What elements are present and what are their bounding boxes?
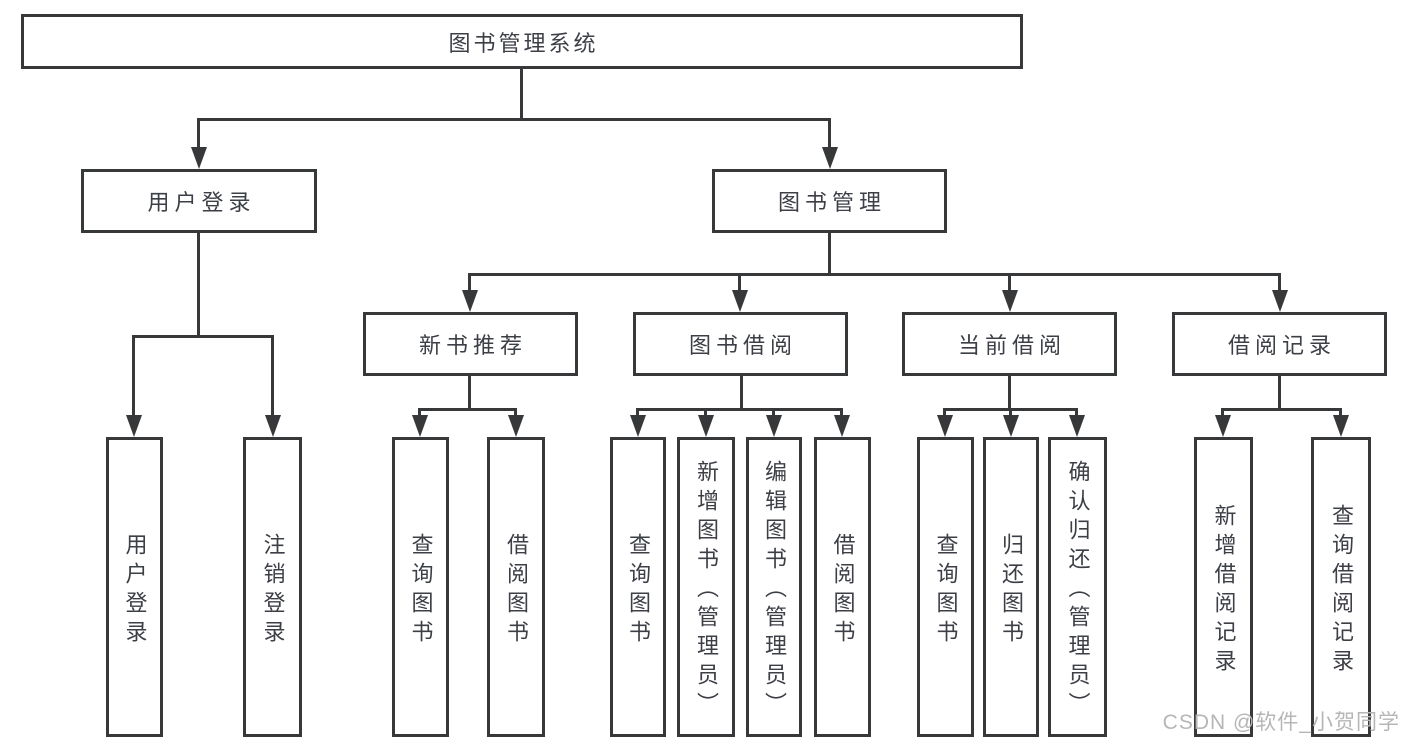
arrow-down-icon [766, 415, 782, 437]
arrow-down-icon [937, 415, 953, 437]
node-label: 归还图书 [999, 532, 1024, 649]
connector-line [828, 118, 831, 152]
connector-line [943, 408, 1078, 411]
connector-line [840, 408, 843, 419]
leaf-query-books-3: 查询图书 [917, 437, 974, 737]
node-book-borrow: 图书借阅 [633, 312, 848, 376]
arrow-down-icon [462, 290, 478, 312]
arrow-down-icon [630, 415, 646, 437]
connector-line [1008, 376, 1011, 411]
node-label: 注销登录 [260, 532, 286, 649]
connector-line [740, 376, 743, 411]
arrow-down-icon [1069, 415, 1085, 437]
node-label: 确认归还（管理员） [1065, 460, 1091, 721]
node-label: 新增借阅记录 [1211, 503, 1237, 678]
leaf-edit-books-admin: 编辑图书（管理员） [746, 437, 802, 737]
node-label: 图书管理 [777, 190, 886, 215]
connector-line [468, 274, 471, 293]
leaf-add-books-admin: 新增图书（管理员） [677, 437, 735, 737]
connector-line [1075, 408, 1078, 419]
connector-line [636, 408, 639, 419]
connector-line [1009, 408, 1012, 419]
connector-line [132, 335, 135, 420]
node-label: 借阅图书 [830, 532, 856, 649]
node-label: 借阅记录 [1227, 333, 1336, 358]
node-label: 当前借阅 [957, 333, 1066, 358]
node-label: 查询借阅记录 [1329, 503, 1354, 678]
connector-line [418, 408, 517, 411]
leaf-query-borrow-record: 查询借阅记录 [1311, 437, 1371, 737]
leaf-query-books-2: 查询图书 [610, 437, 666, 737]
arrow-down-icon [822, 147, 838, 169]
node-root-library-system: 图书管理系统 [21, 14, 1023, 69]
node-label: 查询图书 [408, 532, 434, 649]
connector-line [943, 408, 946, 419]
node-borrow-records: 借阅记录 [1172, 312, 1387, 376]
node-label: 编辑图书（管理员） [762, 460, 787, 721]
leaf-query-books-1: 查询图书 [392, 437, 449, 737]
connector-line [1339, 408, 1342, 419]
connector-line [468, 273, 1281, 276]
connector-line [1278, 274, 1281, 293]
node-label: 图书借阅 [688, 333, 797, 358]
arrow-down-icon [1333, 415, 1349, 437]
connector-line [197, 233, 200, 338]
arrow-down-icon [265, 415, 281, 437]
arrow-down-icon [1215, 415, 1231, 437]
connector-line [828, 233, 831, 276]
arrow-down-icon [191, 147, 207, 169]
leaf-confirm-return-admin: 确认归还（管理员） [1048, 437, 1107, 737]
connector-line [271, 335, 274, 420]
arrow-down-icon [1002, 290, 1018, 312]
node-label: 新增图书（管理员） [694, 460, 719, 721]
connector-line [197, 118, 831, 121]
connector-line [738, 274, 741, 293]
connector-line [1221, 408, 1342, 411]
arrow-down-icon [412, 415, 428, 437]
node-user-login: 用户登录 [81, 169, 317, 233]
connector-line [1008, 274, 1011, 293]
connector-line [197, 118, 200, 152]
csdn-watermark: CSDN @软件_小贺同学 [1162, 711, 1400, 734]
node-label: 用户登录 [122, 532, 148, 649]
arrow-down-icon [732, 290, 748, 312]
connector-line [520, 69, 523, 121]
node-label: 借阅图书 [504, 532, 529, 649]
arrow-down-icon [126, 415, 142, 437]
connector-line [468, 376, 471, 411]
arrow-down-icon [508, 415, 524, 437]
node-label: 图书管理系统 [448, 30, 599, 56]
connector-line [1221, 408, 1224, 419]
leaf-user-login: 用户登录 [106, 437, 163, 737]
arrow-down-icon [834, 415, 850, 437]
leaf-borrow-books-1: 借阅图书 [487, 437, 545, 737]
connector-line [132, 335, 274, 338]
node-label: 用户登录 [147, 190, 256, 215]
leaf-logout: 注销登录 [243, 437, 302, 737]
leaf-add-borrow-record: 新增借阅记录 [1194, 437, 1253, 737]
arrow-down-icon [1003, 415, 1019, 437]
node-book-management: 图书管理 [712, 169, 947, 233]
arrow-down-icon [698, 415, 714, 437]
connector-line [704, 408, 707, 419]
leaf-borrow-books-2: 借阅图书 [814, 437, 871, 737]
leaf-return-books: 归还图书 [983, 437, 1039, 737]
node-new-book-recommend: 新书推荐 [363, 312, 578, 376]
node-label: 查询图书 [933, 532, 959, 649]
connector-line [772, 408, 775, 419]
connector-line [636, 408, 843, 411]
node-current-borrow: 当前借阅 [902, 312, 1117, 376]
node-label: 查询图书 [626, 532, 651, 649]
connector-line [514, 408, 517, 419]
node-label: 新书推荐 [418, 333, 527, 358]
connector-line [1278, 376, 1281, 411]
connector-line [418, 408, 421, 419]
arrow-down-icon [1272, 290, 1288, 312]
